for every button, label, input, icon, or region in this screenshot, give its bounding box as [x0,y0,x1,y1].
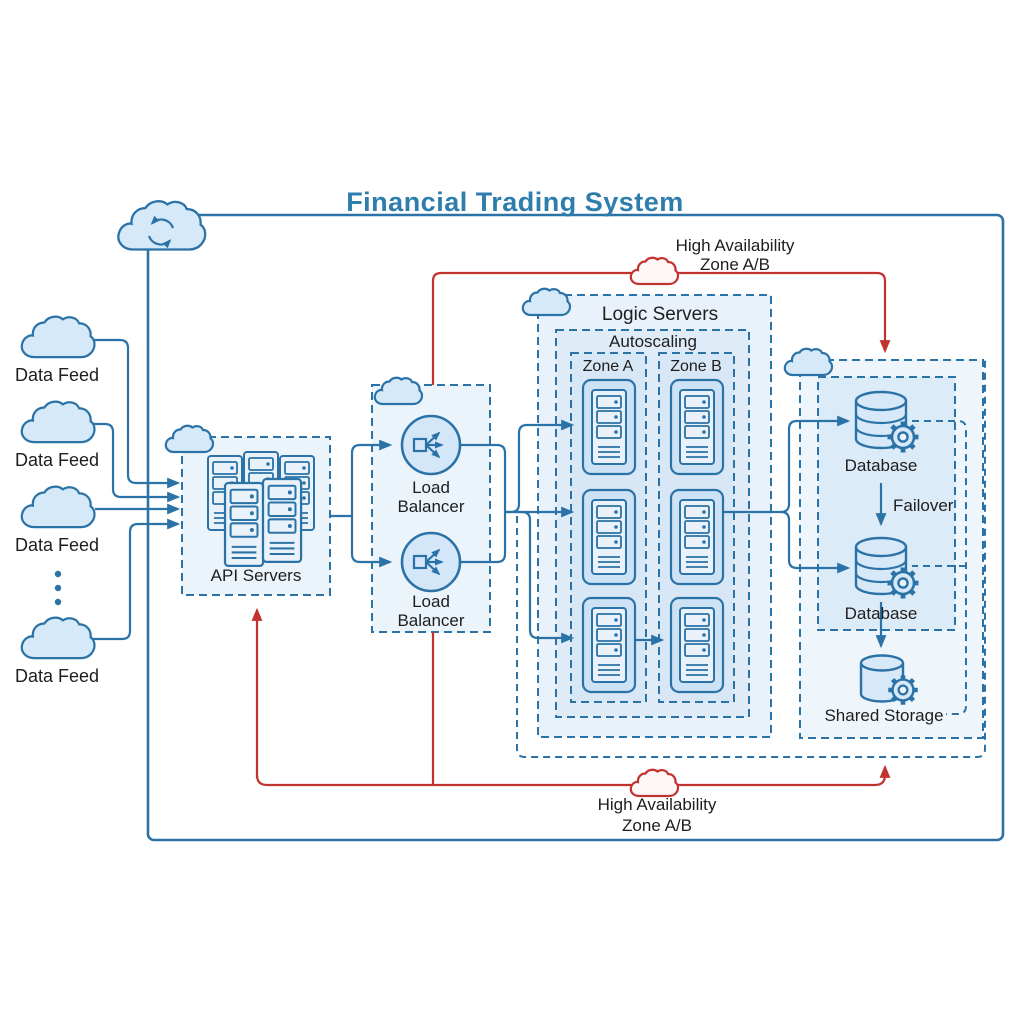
zone-b-label: Zone B [670,358,722,375]
lb1-output-line [460,443,507,512]
data-feed-4-label: Data Feed [15,666,99,686]
replication-line [912,420,967,715]
data-feed-1-connector [93,338,181,489]
ha-top-label-line2: Zone A/B [700,255,770,274]
zone-b-server-2-icon [671,490,723,584]
gear-icon [888,675,917,704]
database-secondary-label: Database [845,604,918,623]
data-feed-3-label: Data Feed [15,535,99,555]
zone-b-servers [671,380,723,692]
ha-bottom-cloud-icon [631,770,678,796]
zone-a-server-2-icon [583,490,635,584]
zone-a-label: Zone A [583,358,634,375]
autoscaling-label: Autoscaling [609,332,697,351]
data-feed-2-cloud-icon [22,402,95,442]
db-replication-path [912,420,967,715]
data-feed-2-connector [93,422,181,503]
gear-icon [888,568,919,599]
data-feed-4-connector [93,518,181,641]
data-feed-ellipsis [54,570,62,606]
page-title: Financial Trading System [346,187,684,217]
to-db-primary-arrow [780,415,851,514]
api-to-lb-connectors [330,439,393,568]
data-feed-4-cloud-icon [22,618,95,658]
shared-storage-label: Shared Storage [824,706,943,725]
db-cloud-icon [785,349,832,375]
lb-to-logic-connectors [460,419,575,644]
zone-b-server-1-icon [671,380,723,474]
logic-servers-label: Logic Servers [602,304,718,325]
zone-a-servers [583,380,635,692]
data-feed-connectors [93,338,181,641]
ha-region-outline [516,360,986,758]
lb2-label-line2: Balancer [397,611,464,630]
load-balancer-1-icon [402,416,460,474]
lb1-label-line1: Load [412,478,450,497]
to-db-secondary-arrow [780,510,851,574]
sync-icon [147,215,175,249]
to-zone-a-server3-arrow [514,510,575,644]
data-feed-3-cloud-icon [22,487,95,527]
zone-b-server-3-icon [671,598,723,692]
system-boundary-box [146,213,1005,842]
data-feed-1-label: Data Feed [15,365,99,385]
lb2-output-line [460,512,507,564]
ha-top-label-line1: High Availability [676,236,795,255]
api-cloud-icon [166,426,213,452]
database-primary-label: Database [845,456,918,475]
lb1-label-line2: Balancer [397,497,464,516]
to-lb2-arrow [350,516,393,568]
logic-cloud-icon [523,289,570,315]
ha-bottom-label-line2: Zone A/B [622,816,692,835]
ha-top-cloud-icon [631,258,678,284]
zone-a-server-3-icon [583,598,635,692]
data-feed-1-cloud-icon [22,317,95,357]
load-balancer-2-icon [402,533,460,591]
server-cluster-icon [207,451,315,568]
zone-a-server-1-icon [583,380,635,474]
failover-label: Failover [893,496,954,515]
logic-to-db-connectors [723,415,851,574]
gear-icon [888,422,919,453]
to-lb1-arrow [350,439,393,516]
ha-bottom-label-line1: High Availability [598,795,717,814]
ha-bottom-path [255,774,887,787]
data-feed-2-label: Data Feed [15,450,99,470]
api-servers-label: API Servers [211,566,302,585]
internet-cloud-icon [118,201,205,249]
lb-cloud-icon [375,378,422,404]
lb2-label-line1: Load [412,592,450,611]
